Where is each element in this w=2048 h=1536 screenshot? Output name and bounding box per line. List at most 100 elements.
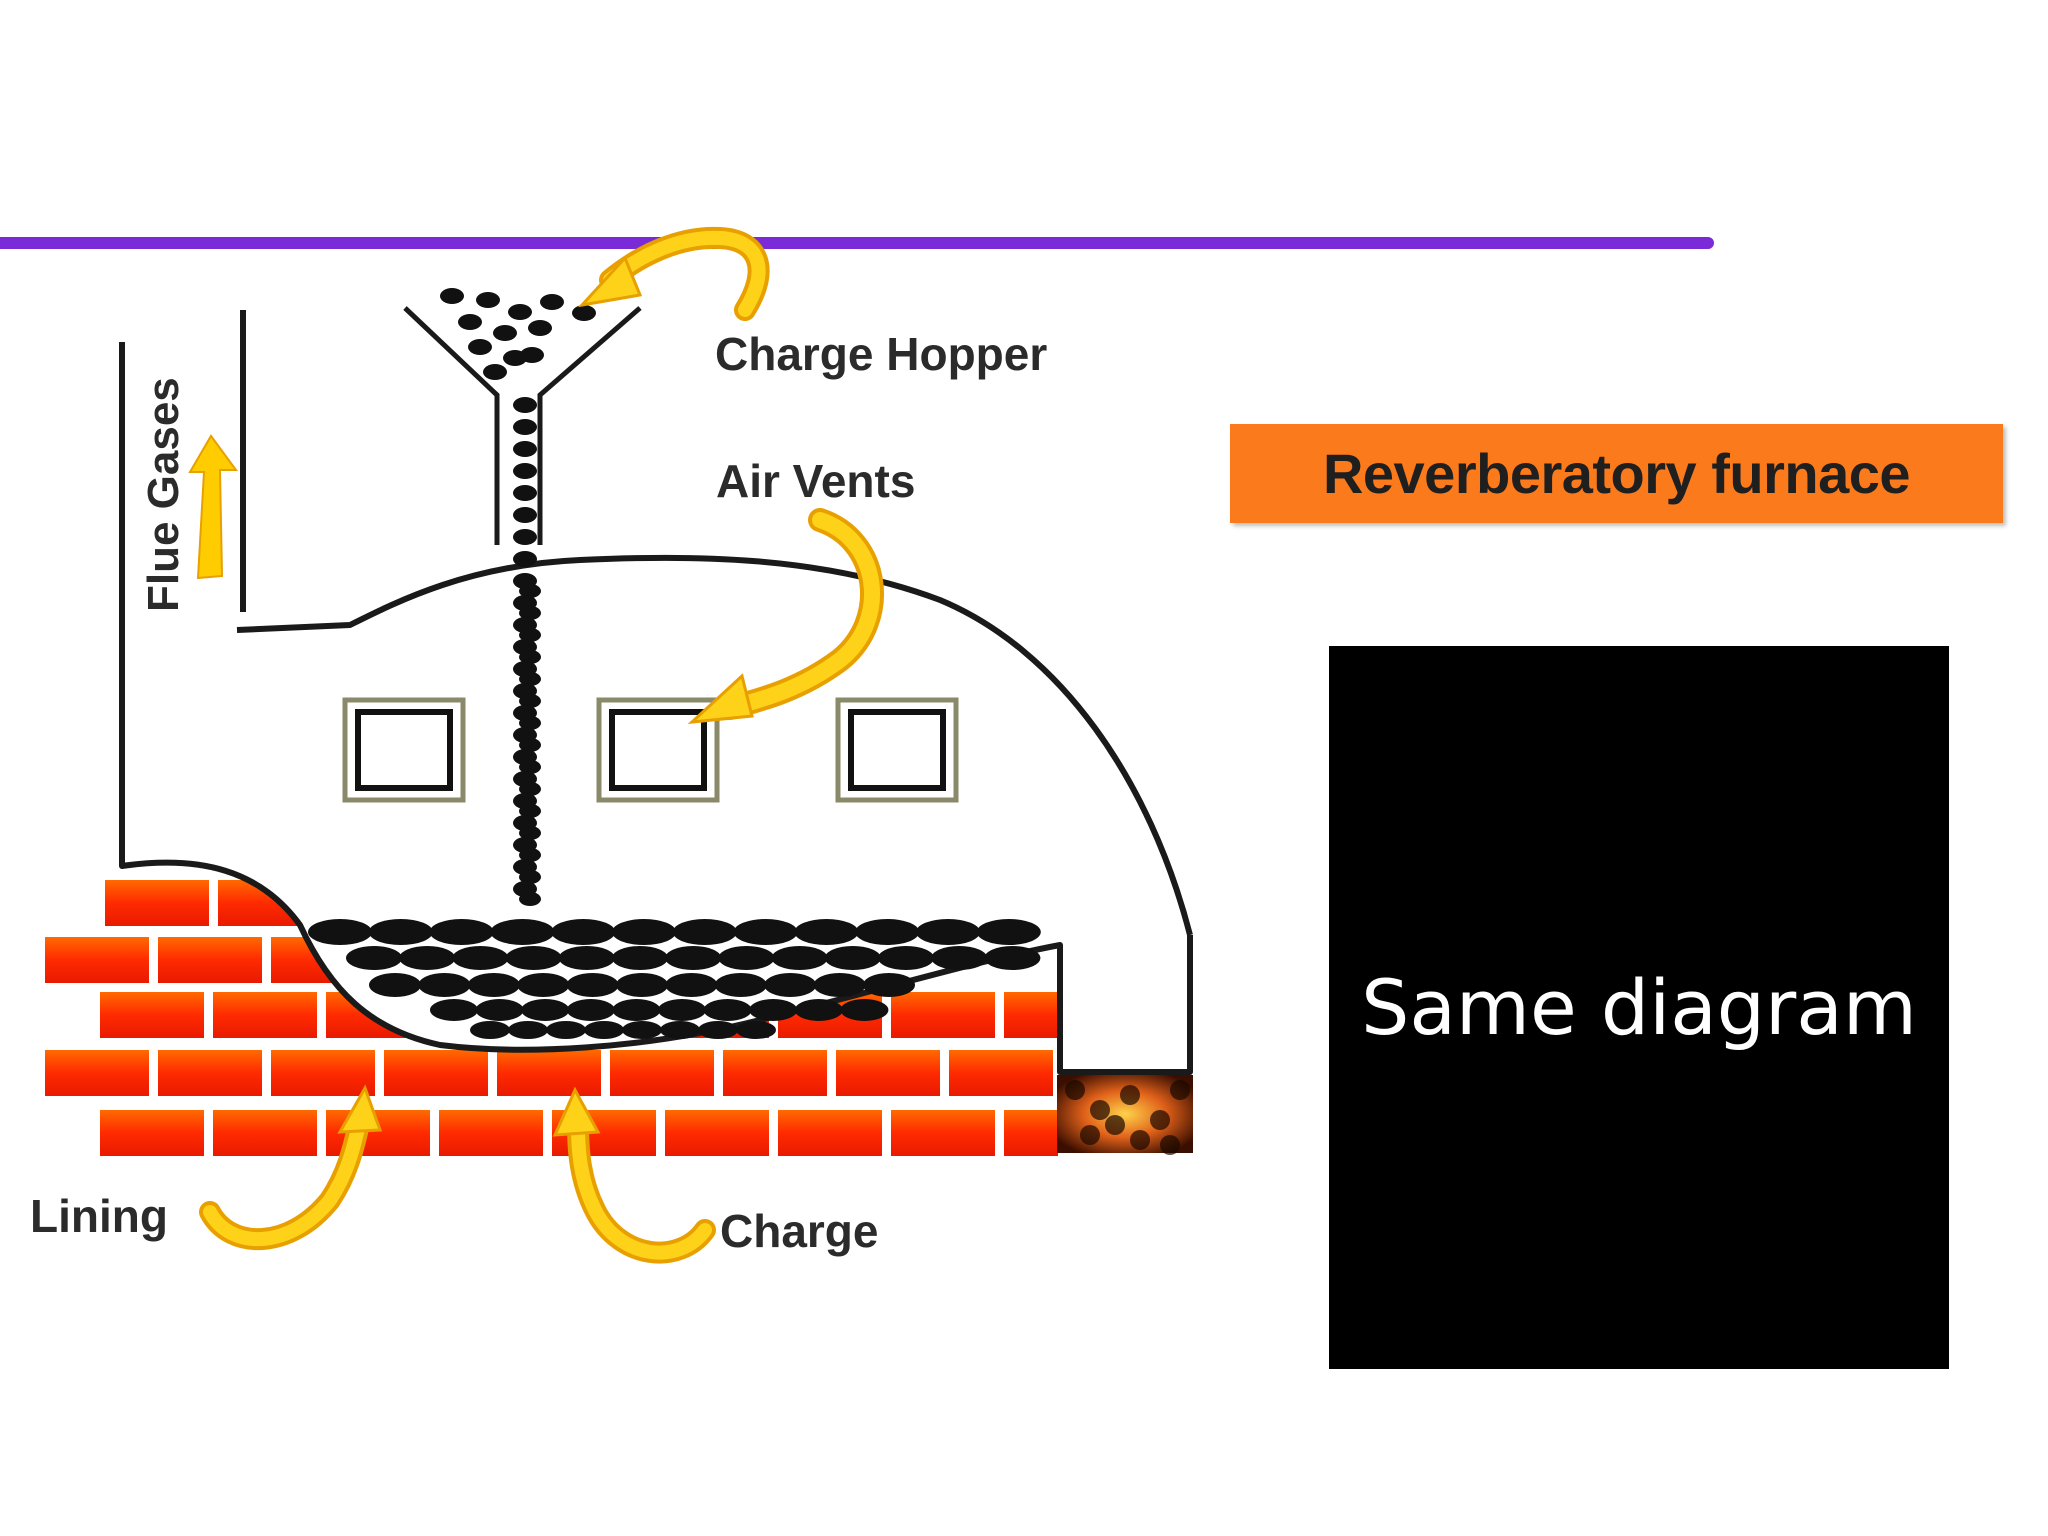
ember (1170, 1080, 1190, 1100)
brick (158, 937, 262, 983)
air-vent-3 (835, 697, 959, 803)
pellet (665, 946, 722, 970)
pellet (672, 919, 737, 945)
pellet (493, 325, 517, 341)
air-vent-1 (342, 697, 466, 803)
pellet (878, 946, 934, 970)
furnace-outline (119, 310, 1193, 1075)
yellow-up-arrow-icon (188, 434, 238, 580)
placeholder-box: Same diagram (1329, 646, 1949, 1369)
pellet (660, 1021, 700, 1039)
pellet (813, 973, 866, 997)
pellet (519, 716, 541, 730)
title-box: Reverberatory furnace (1230, 424, 2003, 523)
pellet (513, 529, 537, 545)
ember (1150, 1110, 1170, 1130)
brick (439, 1110, 543, 1156)
pellet (452, 946, 509, 970)
label-air-vents: Air Vents (716, 455, 915, 507)
pellet (612, 946, 668, 970)
pellet (513, 485, 537, 501)
brick (158, 1050, 262, 1096)
pellet (976, 919, 1041, 945)
air-vent-arrow-icon (687, 508, 884, 724)
brick (891, 992, 995, 1038)
pellet (476, 292, 500, 308)
pellet (429, 919, 494, 945)
brick (105, 880, 209, 926)
ember (1090, 1100, 1110, 1120)
furnace-diagram: Flue Gases Charge Hopper Air Vents Linin… (30, 226, 1193, 1264)
pellet (519, 694, 541, 708)
brick (45, 937, 149, 983)
pellet (658, 999, 706, 1021)
pellet (546, 1021, 586, 1039)
pellet (572, 305, 596, 321)
pellet (519, 804, 541, 818)
pellet (612, 919, 676, 945)
pellet (714, 973, 767, 997)
pellet (513, 419, 537, 435)
pellet (517, 973, 570, 997)
pellet (399, 946, 456, 970)
brick (213, 992, 317, 1038)
pellet (519, 760, 541, 774)
pellet (519, 870, 541, 884)
pellet (508, 304, 532, 320)
pellet (824, 946, 881, 970)
ember (1120, 1085, 1140, 1105)
pellet (622, 1021, 662, 1039)
pellet (584, 1021, 624, 1039)
pellet (520, 347, 544, 363)
brick (271, 1050, 375, 1096)
pellet (916, 919, 980, 945)
hopper-arrow-icon (577, 226, 770, 321)
pellet (794, 919, 859, 945)
pellet (984, 946, 1041, 970)
pellet (519, 782, 541, 796)
pellet (418, 973, 471, 997)
brick (1004, 992, 1058, 1038)
brick (610, 1050, 714, 1096)
pellet (467, 973, 520, 997)
pellet (519, 826, 541, 840)
brick (45, 1050, 149, 1096)
brick (949, 1050, 1053, 1096)
placeholder-text: Same diagram (1361, 963, 1917, 1052)
slide-title: Reverberatory furnace (1322, 442, 1911, 505)
pellet (519, 606, 541, 620)
pellet (505, 946, 562, 970)
pellet (519, 650, 541, 664)
embers (1065, 1080, 1190, 1155)
label-flue-gases: Flue Gases (139, 377, 188, 612)
pellet (440, 288, 464, 304)
ember (1080, 1125, 1100, 1145)
label-lining: Lining (30, 1190, 168, 1242)
pellet (764, 973, 817, 997)
brick (384, 1050, 488, 1096)
charge-pellets (308, 288, 1041, 1039)
ember (1160, 1135, 1180, 1155)
pellet (528, 320, 552, 336)
pellet (566, 973, 619, 997)
pellet (368, 919, 433, 945)
pellet (551, 919, 616, 945)
pellet (346, 946, 402, 970)
pellet (733, 919, 798, 945)
pellet (718, 946, 775, 970)
pellet (519, 628, 541, 642)
brick (665, 1110, 769, 1156)
pellet (703, 999, 752, 1021)
pellet (430, 999, 478, 1021)
label-charge-hopper: Charge Hopper (715, 328, 1047, 380)
pellet (698, 1021, 738, 1039)
pellet (840, 999, 889, 1021)
brick (100, 1110, 204, 1156)
brick (836, 1050, 940, 1096)
pellet (519, 738, 541, 752)
brick (1004, 1110, 1058, 1156)
brick (100, 992, 204, 1038)
ember (1065, 1080, 1085, 1100)
charge-hopper (403, 306, 642, 545)
pellet (468, 339, 492, 355)
